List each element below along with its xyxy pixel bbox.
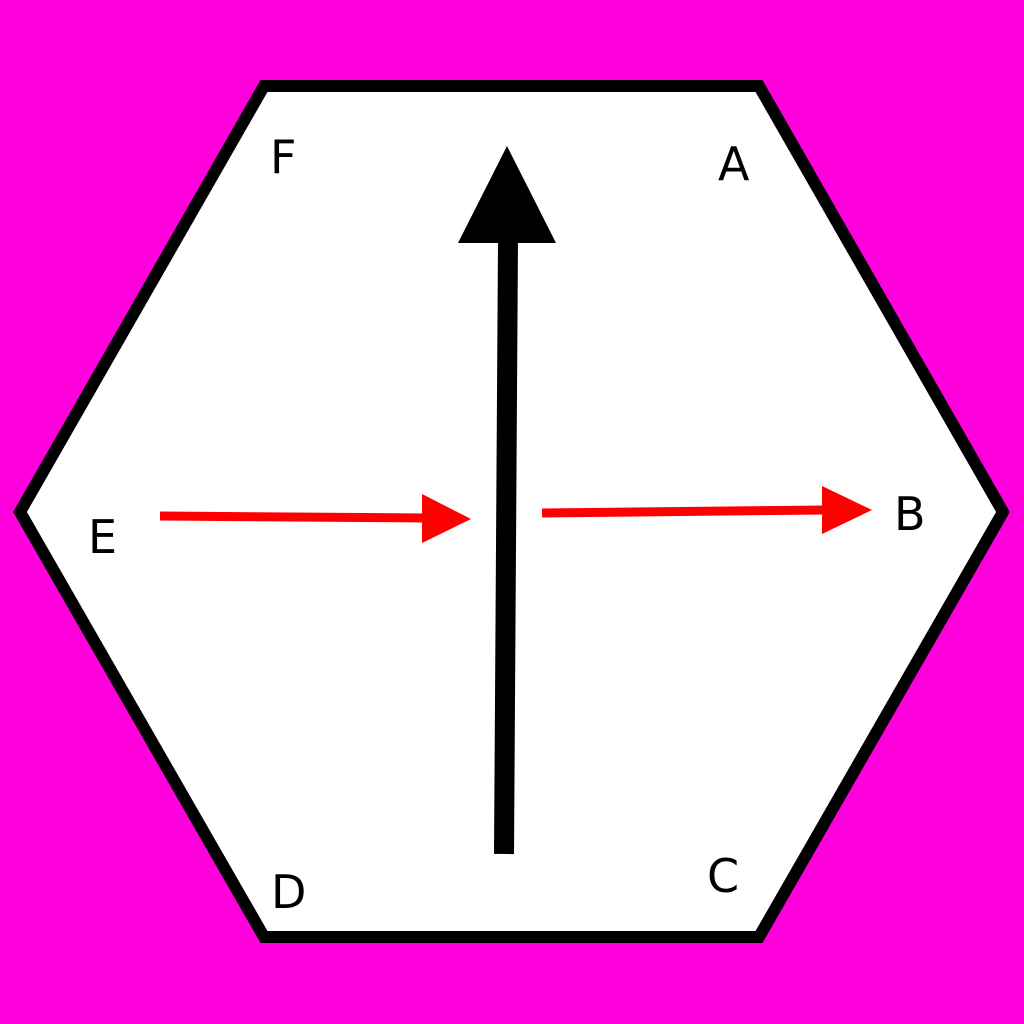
label-a: A — [718, 137, 750, 191]
label-f: F — [270, 130, 296, 184]
label-e: E — [88, 510, 117, 564]
right-arrow — [541, 486, 872, 534]
left-arrow — [159, 494, 471, 543]
main-arrow-shaft — [494, 239, 518, 855]
right-arrow-shaft — [541, 505, 827, 518]
label-c: C — [707, 849, 739, 903]
left-arrow-head — [422, 494, 471, 543]
main-arrow-head — [458, 146, 556, 243]
label-d: D — [271, 865, 306, 919]
label-b: B — [894, 487, 926, 541]
main-arrow — [458, 146, 556, 855]
right-arrow-head — [822, 486, 872, 534]
left-arrow-shaft — [159, 511, 427, 523]
